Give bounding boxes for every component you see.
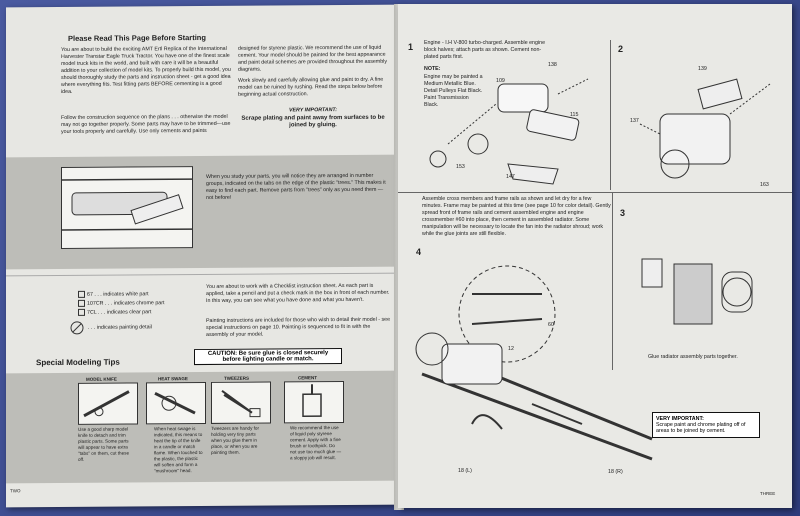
part-label: 18 (L) [458, 468, 472, 474]
tip-text: Use a good sharp model knife to detach a… [78, 426, 130, 462]
model-knife-illustration [78, 382, 138, 425]
clear-part-box [78, 308, 85, 316]
heat-swage-illustration [146, 381, 206, 425]
tip-text: We recommend the use of liquid poly styr… [290, 425, 342, 461]
sprue-drawing [62, 178, 192, 231]
step1-number: 1 [408, 42, 414, 52]
note-title: NOTE: [424, 66, 441, 72]
intro-col1b: Follow the construction sequence on the … [61, 113, 231, 135]
part-label: 115 [570, 112, 579, 118]
intro-col1: You are about to build the exciting AMT … [61, 45, 231, 95]
right-page: 1 Engine - I.H V-800 turbo-charged. Asse… [398, 4, 792, 508]
checklist-text: You are about to work with a Checklist i… [206, 282, 390, 304]
very-important-title: VERY IMPORTANT: [656, 416, 704, 422]
left-page: Please Read This Page Before Starting Yo… [6, 4, 400, 508]
painting-icon [70, 321, 84, 335]
part-label: 18 (R) [608, 469, 623, 475]
part-label: 139 [698, 66, 707, 72]
part-label: 153 [456, 164, 465, 170]
parts-text: When you study your parts, you will noti… [206, 172, 386, 201]
engine-assembly-diagram [639, 78, 771, 179]
step3-caption: Glue radiator assembly parts together. [648, 354, 738, 360]
white-part-box [78, 290, 85, 298]
engine-exploded-diagram [429, 78, 589, 185]
chrome-part-box [78, 299, 85, 307]
radiator-exploded-diagram [641, 258, 753, 325]
tip-text: Tweezers are handy for holding very tiny… [211, 425, 260, 455]
part-label: 138 [548, 62, 557, 68]
intro-col2b: Work slowly and carefully allowing glue … [238, 76, 384, 98]
parts-tree-illustration [61, 166, 193, 249]
part-label: 163 [760, 182, 769, 188]
legend-chrome: 107CR . . . indicates chrome part [78, 299, 164, 308]
intro-col2: designed for styrene plastic. We recomme… [238, 44, 387, 73]
step-divider-horizontal [398, 192, 792, 193]
cement-drawing [302, 384, 322, 418]
step-divider-vertical-2 [612, 192, 613, 370]
right-page-number: THREE [760, 491, 776, 496]
tweezers-drawing [221, 390, 261, 418]
legend-white: 67 . . . indicates white part [78, 290, 149, 298]
note-text: Engine may be painted a Medium Metallic … [424, 74, 483, 108]
legend-code: 107CR [87, 300, 104, 307]
cement-illustration [284, 381, 344, 424]
step4-number: 4 [416, 247, 422, 257]
part-label: 12 [508, 346, 514, 352]
very-important-box: VERY IMPORTANT: Scrape paint and chrome … [652, 412, 760, 438]
legend-code: 7CL [87, 309, 97, 316]
part-label: 109 [496, 78, 505, 84]
tweezers-illustration [211, 381, 271, 424]
step1-text: Engine - I.H V-800 turbo-charged. Assemb… [424, 40, 546, 60]
legend-code: 67 [87, 291, 93, 298]
very-important-title: VERY IMPORTANT: [288, 107, 338, 114]
swage-drawing [154, 391, 196, 415]
legend-label: . . . indicates chrome part [104, 300, 165, 307]
very-important-text: Scrape paint and chrome plating off of a… [656, 422, 746, 434]
step3-number: 3 [620, 208, 626, 218]
step2-number: 2 [618, 44, 624, 54]
legend-clear: 7CL . . . indicates clear part [78, 308, 151, 316]
painting-text: Painting instructions are included for t… [206, 316, 391, 338]
painting-label: . . . indicates painting detail [88, 324, 152, 331]
very-important-text: Scrape plating and paint away from surfa… [241, 114, 385, 129]
caution-box: CAUTION: Be sure glue is closed securely… [194, 348, 342, 366]
step4-text: Assemble cross members and frame rails a… [422, 196, 611, 237]
legend-label: . . . indicates clear part [98, 309, 152, 316]
tips-heading: Special Modeling Tips [36, 357, 120, 368]
tip-text: When heat swage is indicated, this means… [154, 426, 203, 474]
part-label: 147 [506, 174, 515, 180]
legend-label: . . . indicates white part [94, 291, 149, 298]
step-divider-vertical [610, 40, 611, 190]
knife-drawing [83, 390, 130, 418]
left-page-number: TWO [10, 488, 21, 494]
part-label: 137 [630, 118, 639, 124]
left-heading: Please Read This Page Before Starting [68, 32, 206, 43]
frame-assembly-diagram [415, 265, 653, 461]
part-label: 60 [548, 322, 554, 328]
